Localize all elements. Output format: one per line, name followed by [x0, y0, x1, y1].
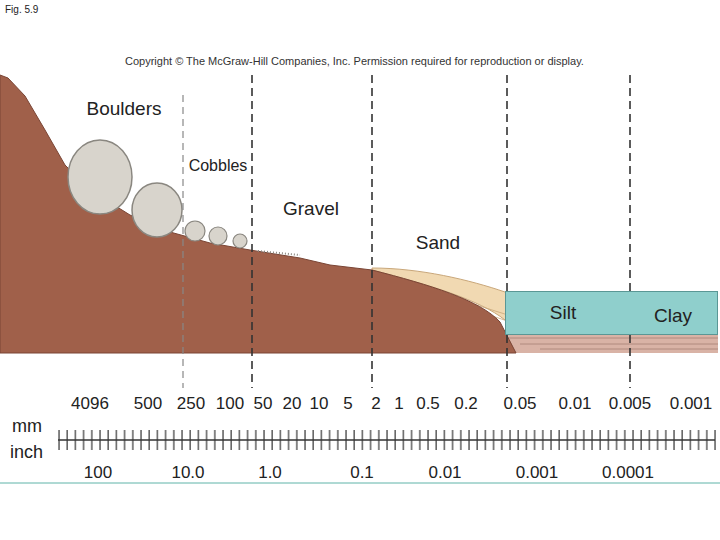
scale-label: 5 — [343, 395, 352, 414]
divider-line — [629, 75, 631, 388]
water-band: Silt Clay — [505, 291, 718, 335]
scale-label: 0.01 — [428, 464, 461, 483]
scale-label: 4096 — [71, 395, 109, 414]
scale-label: 1 — [394, 395, 403, 414]
size-class-label: Cobbles — [189, 157, 248, 175]
scale-label: 0.1 — [350, 464, 374, 483]
size-class-label: Boulders — [87, 99, 162, 120]
divider-line — [371, 75, 373, 388]
scale-label: 1.0 — [258, 464, 282, 483]
bottom-rule — [0, 483, 720, 484]
sediment-lines — [505, 338, 718, 349]
scale-label: 0.01 — [558, 395, 591, 414]
divider-line — [182, 95, 183, 388]
divider-line — [506, 75, 508, 388]
scale-label: 500 — [134, 395, 162, 414]
scale-label: 0.2 — [454, 395, 478, 414]
scale-label: 10 — [310, 395, 329, 414]
divider-line — [251, 75, 253, 388]
size-class-label: Clay — [654, 306, 692, 327]
scale-label: 0.001 — [670, 395, 713, 414]
scale-label: 0.005 — [609, 395, 652, 414]
terrain — [0, 75, 516, 353]
cobble — [209, 227, 227, 245]
scale-label: 100 — [216, 395, 244, 414]
cobble — [185, 221, 205, 241]
sediment-layer — [505, 333, 718, 353]
note: Fig. 5.9 — [5, 4, 38, 15]
boulder — [68, 140, 132, 214]
scale-label: 0.0001 — [602, 464, 654, 483]
scale-label: 20 — [283, 395, 302, 414]
scale-label: 0.5 — [416, 395, 440, 414]
scale-label: 0.05 — [503, 395, 536, 414]
gravel-dots — [258, 251, 300, 255]
scale-label: 2 — [371, 395, 380, 414]
size-class-label: Sand — [416, 233, 460, 254]
scale-label: 10.0 — [171, 464, 204, 483]
boulder — [132, 183, 182, 237]
scale-label: 50 — [254, 395, 273, 414]
scale-label: 0.001 — [516, 464, 559, 483]
scale-label: 100 — [84, 464, 112, 483]
cobble — [233, 234, 247, 248]
scale-label: 250 — [177, 395, 205, 414]
scale-label: mm — [12, 417, 42, 437]
scale-ticks — [58, 430, 716, 450]
note: Copyright © The McGraw-Hill Companies, I… — [125, 55, 584, 67]
scale-label: inch — [10, 443, 43, 463]
size-class-label: Silt — [550, 303, 576, 324]
size-class-label: Gravel — [283, 199, 339, 220]
